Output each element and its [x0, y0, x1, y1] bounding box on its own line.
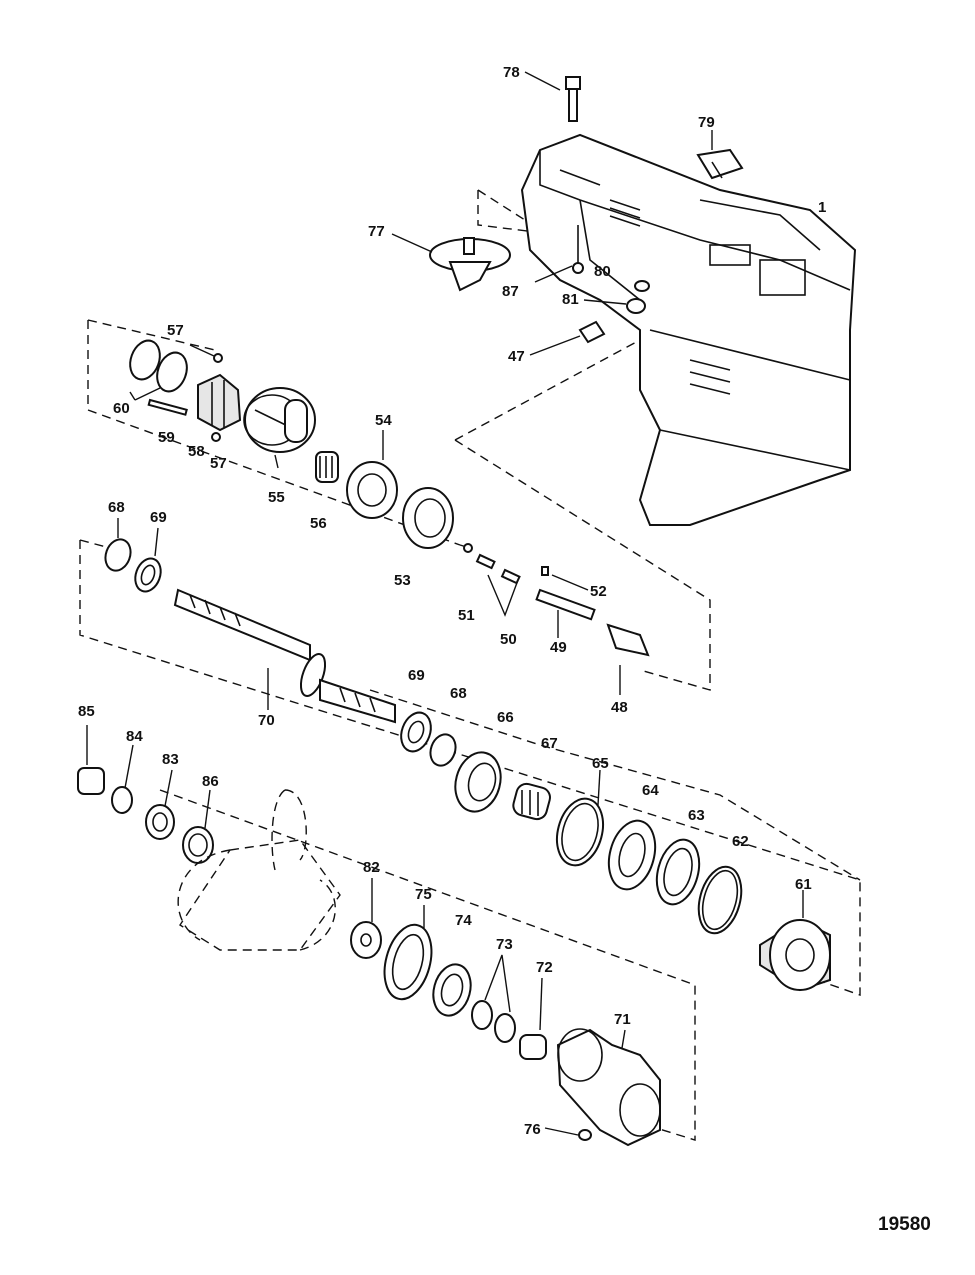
label-65: 65: [592, 755, 609, 772]
part-69-bearing-right: [400, 711, 432, 753]
part-85-nut: [77, 725, 105, 795]
label-85: 85: [78, 703, 95, 720]
part-59-pin: [147, 398, 188, 416]
part-53-race: [402, 487, 454, 549]
label-63: 63: [688, 807, 705, 824]
label-75: 75: [415, 886, 432, 903]
part-48-cam: [606, 623, 650, 695]
label-78: 78: [503, 64, 520, 81]
label-83: 83: [162, 751, 179, 768]
part-74-washer: [432, 963, 472, 1017]
label-58: 58: [188, 443, 205, 460]
part-82-washer: [350, 878, 382, 959]
part-75-bearing: [383, 905, 433, 1001]
label-47: 47: [508, 348, 525, 365]
part-61-gear: [759, 890, 831, 992]
part-69-bearing-left: [134, 527, 162, 593]
part-84-washer: [111, 744, 134, 814]
part-76-plug: [544, 1127, 592, 1141]
part-55-gear: [243, 387, 316, 469]
label-80: 80: [594, 263, 611, 280]
part-60-rings: [129, 339, 188, 401]
part-50-springs: [475, 553, 521, 617]
propeller-outline: [177, 789, 341, 951]
label-52: 52: [590, 583, 607, 600]
part-49-shaft: [535, 588, 596, 638]
part-83-spline: [145, 769, 175, 840]
part-56-bearing: [315, 451, 339, 483]
part-70-propshaft: [173, 588, 396, 724]
part-64-washer: [607, 819, 657, 891]
label-69-upper: 69: [150, 509, 167, 526]
part-68-washer-left: [104, 518, 132, 572]
label-81: 81: [562, 291, 579, 308]
part-71-carrier: [556, 1028, 661, 1147]
label-61: 61: [795, 876, 812, 893]
figure-number: 19580: [878, 1214, 931, 1235]
label-59: 59: [158, 429, 175, 446]
label-72: 72: [536, 959, 553, 976]
part-47-clip: [529, 320, 606, 356]
part-72-bearing: [519, 977, 547, 1060]
label-86: 86: [202, 773, 219, 790]
part-62-ring: [697, 865, 743, 935]
label-82: 82: [363, 859, 380, 876]
label-48: 48: [611, 699, 628, 716]
gearcase-housing: [520, 133, 857, 526]
label-68-lower: 68: [450, 685, 467, 702]
label-79: 79: [698, 114, 715, 131]
part-80-washer: [634, 280, 650, 292]
part-57-upper: [189, 344, 223, 363]
label-55: 55: [268, 489, 285, 506]
label-84: 84: [126, 728, 143, 745]
label-67: 67: [541, 735, 558, 752]
part-87-screw: [534, 225, 584, 283]
label-51: 51: [458, 607, 475, 624]
part-79-anode: [696, 130, 744, 180]
part-73-seals: [471, 954, 516, 1043]
part-68-washer-right: [429, 733, 457, 767]
label-66: 66: [497, 709, 514, 726]
label-76: 76: [524, 1121, 541, 1138]
part-58-clutch: [197, 373, 242, 442]
part-78-bolt: [524, 71, 581, 122]
part-77-trim-tab: [391, 233, 511, 292]
label-50: 50: [500, 631, 517, 648]
part-54-bearing: [346, 430, 398, 519]
label-60: 60: [113, 400, 130, 417]
part-67-bearing: [512, 782, 551, 821]
part-63-thrust-bearing: [655, 838, 701, 906]
label-68-upper: 68: [108, 499, 125, 516]
label-64: 64: [642, 782, 659, 799]
part-51-ball: [463, 543, 473, 553]
label-53: 53: [394, 572, 411, 589]
label-57-lower: 57: [210, 455, 227, 472]
part-81-nut: [583, 298, 646, 314]
label-87: 87: [502, 283, 519, 300]
part-66-cup: [454, 751, 502, 813]
label-71: 71: [614, 1011, 631, 1028]
part-65-oring: [555, 769, 605, 867]
label-1: 1: [818, 199, 826, 216]
label-54: 54: [375, 412, 392, 429]
label-70: 70: [258, 712, 275, 729]
part-86-thrust-hub: [182, 789, 214, 864]
label-74: 74: [455, 912, 472, 929]
label-73: 73: [496, 936, 513, 953]
label-56: 56: [310, 515, 327, 532]
label-69-lower: 69: [408, 667, 425, 684]
part-labels: 78 79 1 77 87 80 81 47 57 60 59 58 57 55…: [78, 64, 826, 1138]
label-57-upper: 57: [167, 322, 184, 339]
part-52-pin: [541, 566, 589, 591]
label-77: 77: [368, 223, 385, 240]
label-49: 49: [550, 639, 567, 656]
label-62: 62: [732, 833, 749, 850]
